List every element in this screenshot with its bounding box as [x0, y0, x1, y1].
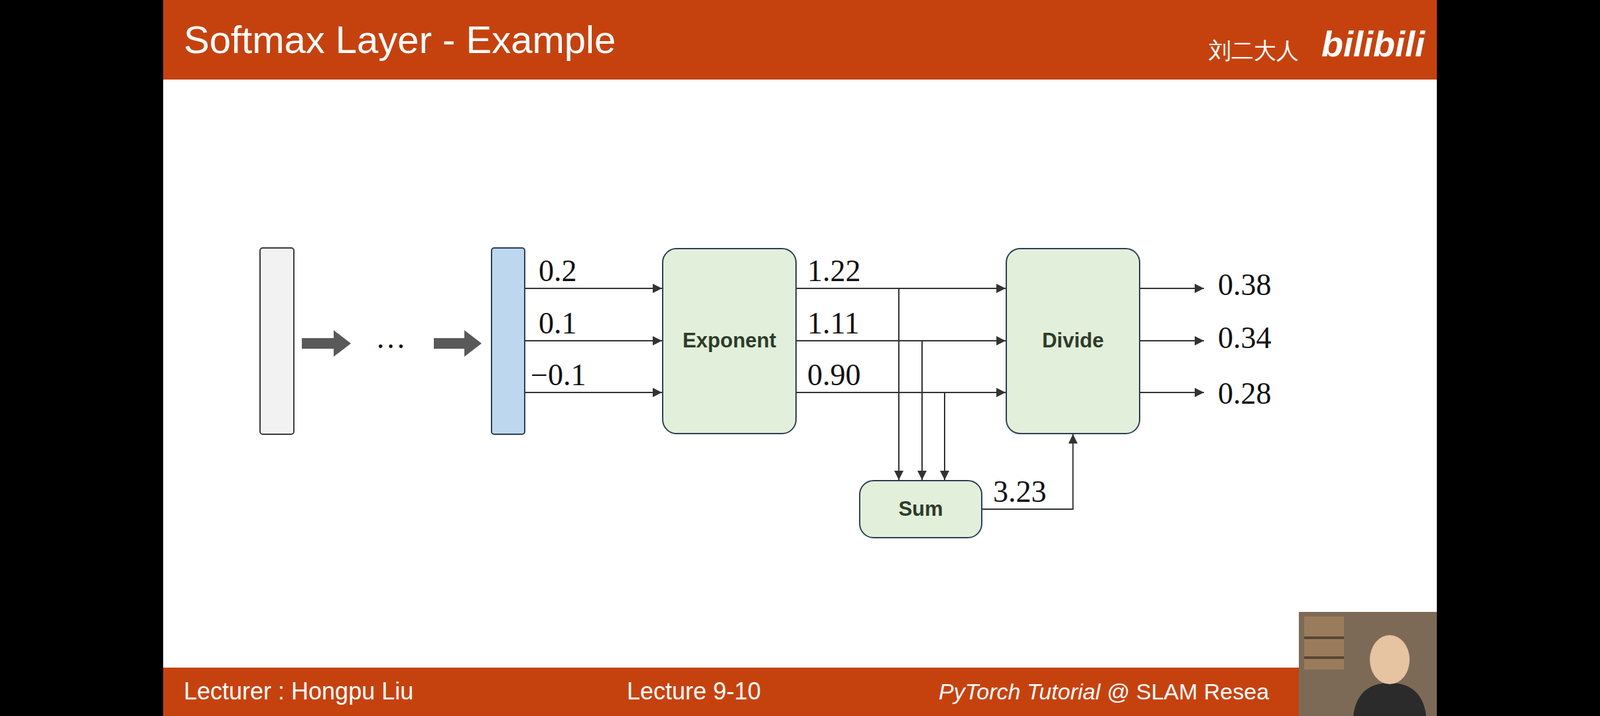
output-arrow [1140, 340, 1204, 342]
connector [796, 392, 945, 481]
connector [796, 340, 923, 481]
node-label: Exponent [682, 329, 777, 353]
output-probability: 0.34 [1217, 323, 1272, 354]
lab-name: @ SLAM Resea [1107, 680, 1269, 704]
input-value: −0.1 [530, 360, 586, 391]
connector [982, 434, 1074, 510]
input-arrow [524, 287, 663, 290]
output-arrow [1140, 392, 1204, 394]
node-label: Sum [898, 498, 943, 521]
connector [796, 288, 899, 481]
output-layer [491, 248, 525, 435]
input-value: 0.1 [538, 308, 578, 339]
person-body [1353, 683, 1427, 716]
person-head [1369, 635, 1410, 685]
input-arrow [524, 392, 663, 394]
block-arrow [433, 330, 482, 357]
process-box: Divide [1005, 248, 1141, 435]
output-arrow [1140, 287, 1204, 290]
output-probability: 0.28 [1217, 378, 1272, 410]
course-name: PyTorch Tutorial [938, 680, 1101, 704]
webcam-inset [1298, 612, 1437, 716]
lecture-number: Lecture 9-10 [626, 679, 761, 704]
lecturer-name: Lecturer : Hongpu Liu [183, 679, 414, 704]
input-arrow [524, 340, 663, 342]
block-arrow [301, 330, 351, 357]
edge-label: 1.11 [805, 308, 862, 339]
slide-title: Softmax Layer - Example [183, 20, 616, 60]
shelf [1304, 656, 1344, 660]
slide-background [163, 0, 1437, 716]
author-name: 刘二大人 [1208, 39, 1299, 62]
output-probability: 0.38 [1217, 269, 1272, 301]
input-value: 0.2 [538, 256, 578, 287]
process-box: Exponent [662, 248, 797, 435]
edge-label: 0.90 [805, 360, 863, 391]
webcam-background [1298, 612, 1437, 716]
node-label: Divide [1042, 329, 1104, 353]
bookshelf [1304, 616, 1344, 670]
edge-label: 3.23 [991, 476, 1049, 508]
shelf [1304, 636, 1344, 640]
logo-text: bilibili [1321, 25, 1425, 62]
input-layer [260, 248, 294, 435]
edge-label: 1.22 [805, 256, 863, 287]
ellipsis: … [375, 323, 406, 354]
process-box: Sum [859, 480, 983, 539]
